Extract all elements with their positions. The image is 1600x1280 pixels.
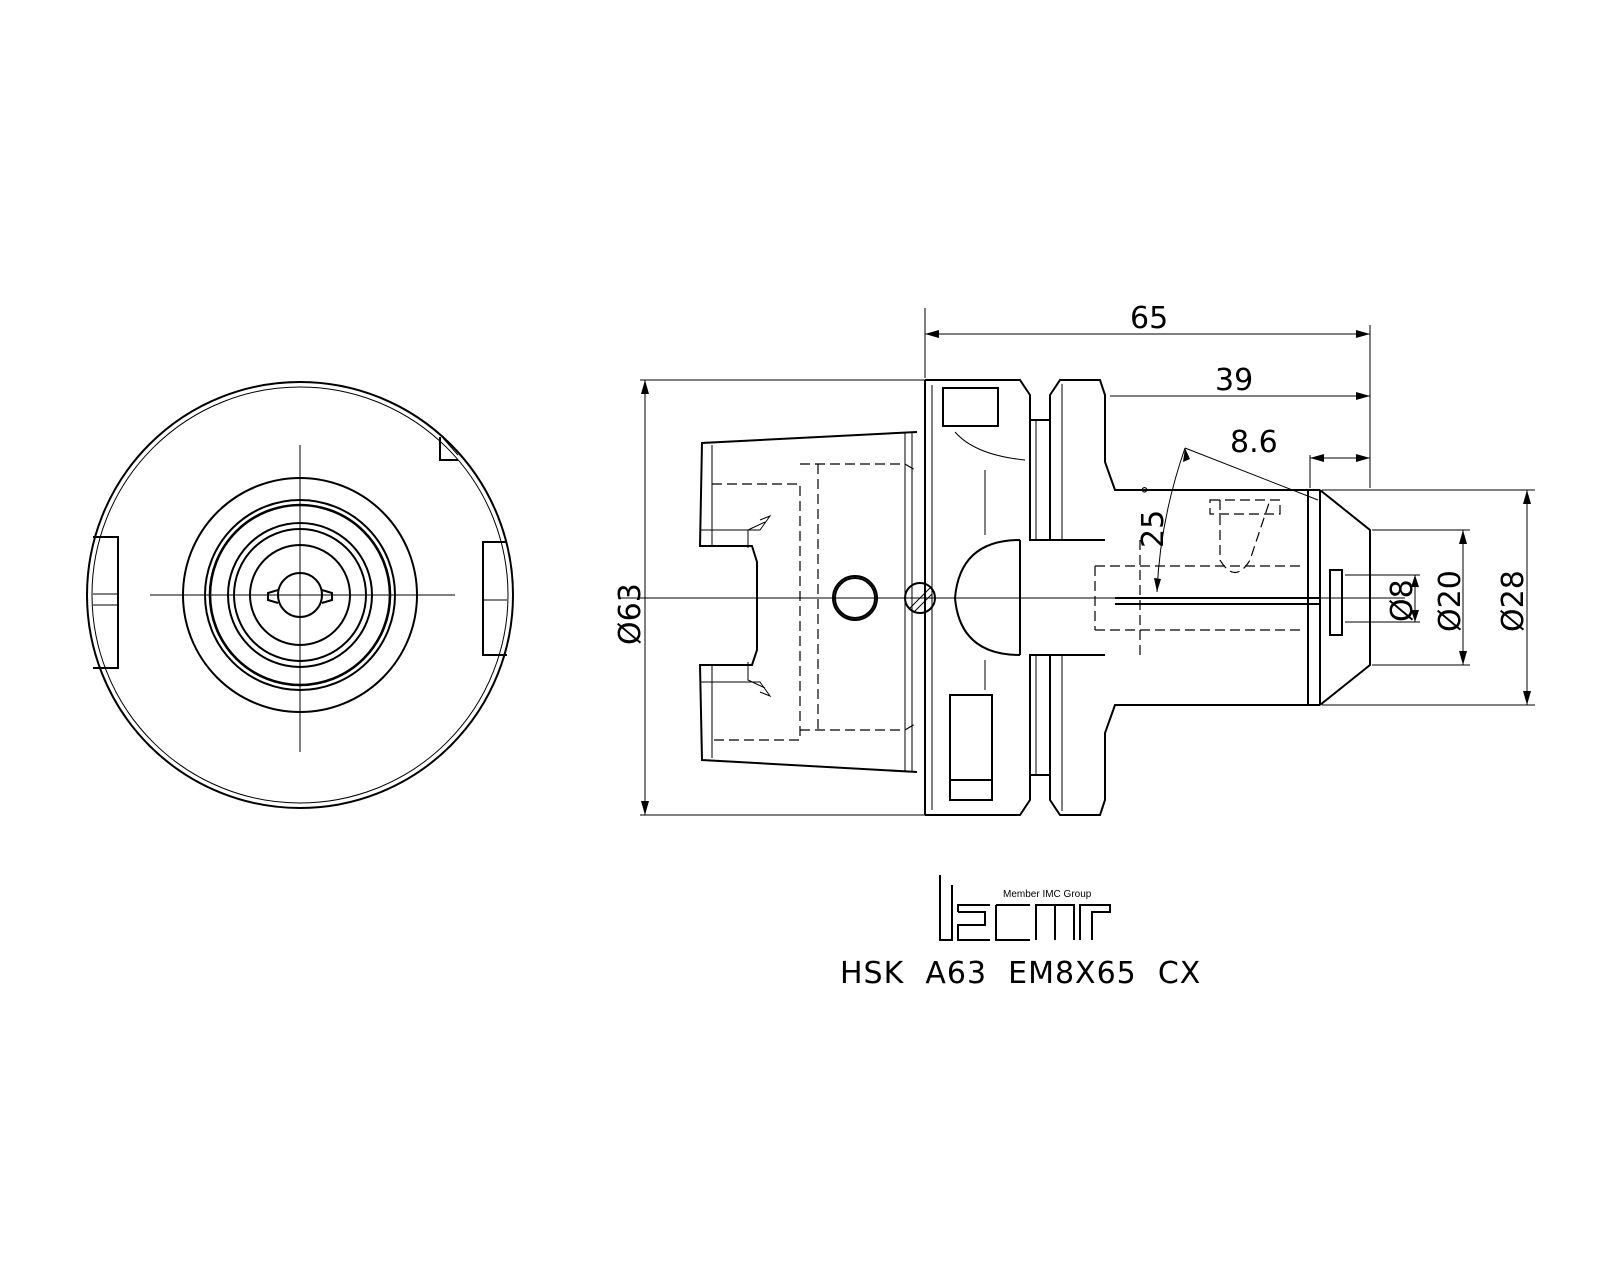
side-view <box>620 379 1405 816</box>
dim-shank-length: 39 <box>1215 363 1253 398</box>
front-view <box>86 381 514 809</box>
dim-angle-degree: ° <box>1140 484 1149 505</box>
model-code: HSK A63 EM8X65 CX <box>840 956 1202 991</box>
dim-body-diameter: Ø28 <box>1496 570 1531 632</box>
dim-total-length: 65 <box>1130 301 1168 336</box>
iscar-logo: Member IMC Group iscar <box>939 875 1111 941</box>
dim-nose-diameter: Ø20 <box>1433 570 1468 632</box>
dim-taper-angle: 25 <box>1136 510 1171 548</box>
dimensions: 65 39 8.6 25 ° Ø63 Ø8 <box>613 301 1535 816</box>
logo-tagline: Member IMC Group <box>1003 889 1092 900</box>
dim-bore-diameter: Ø8 <box>1385 579 1420 622</box>
dim-taper-length: 8.6 <box>1230 425 1278 460</box>
dim-flange-diameter: Ø63 <box>613 583 648 645</box>
logo-wordmark: iscar <box>1020 933 1023 936</box>
